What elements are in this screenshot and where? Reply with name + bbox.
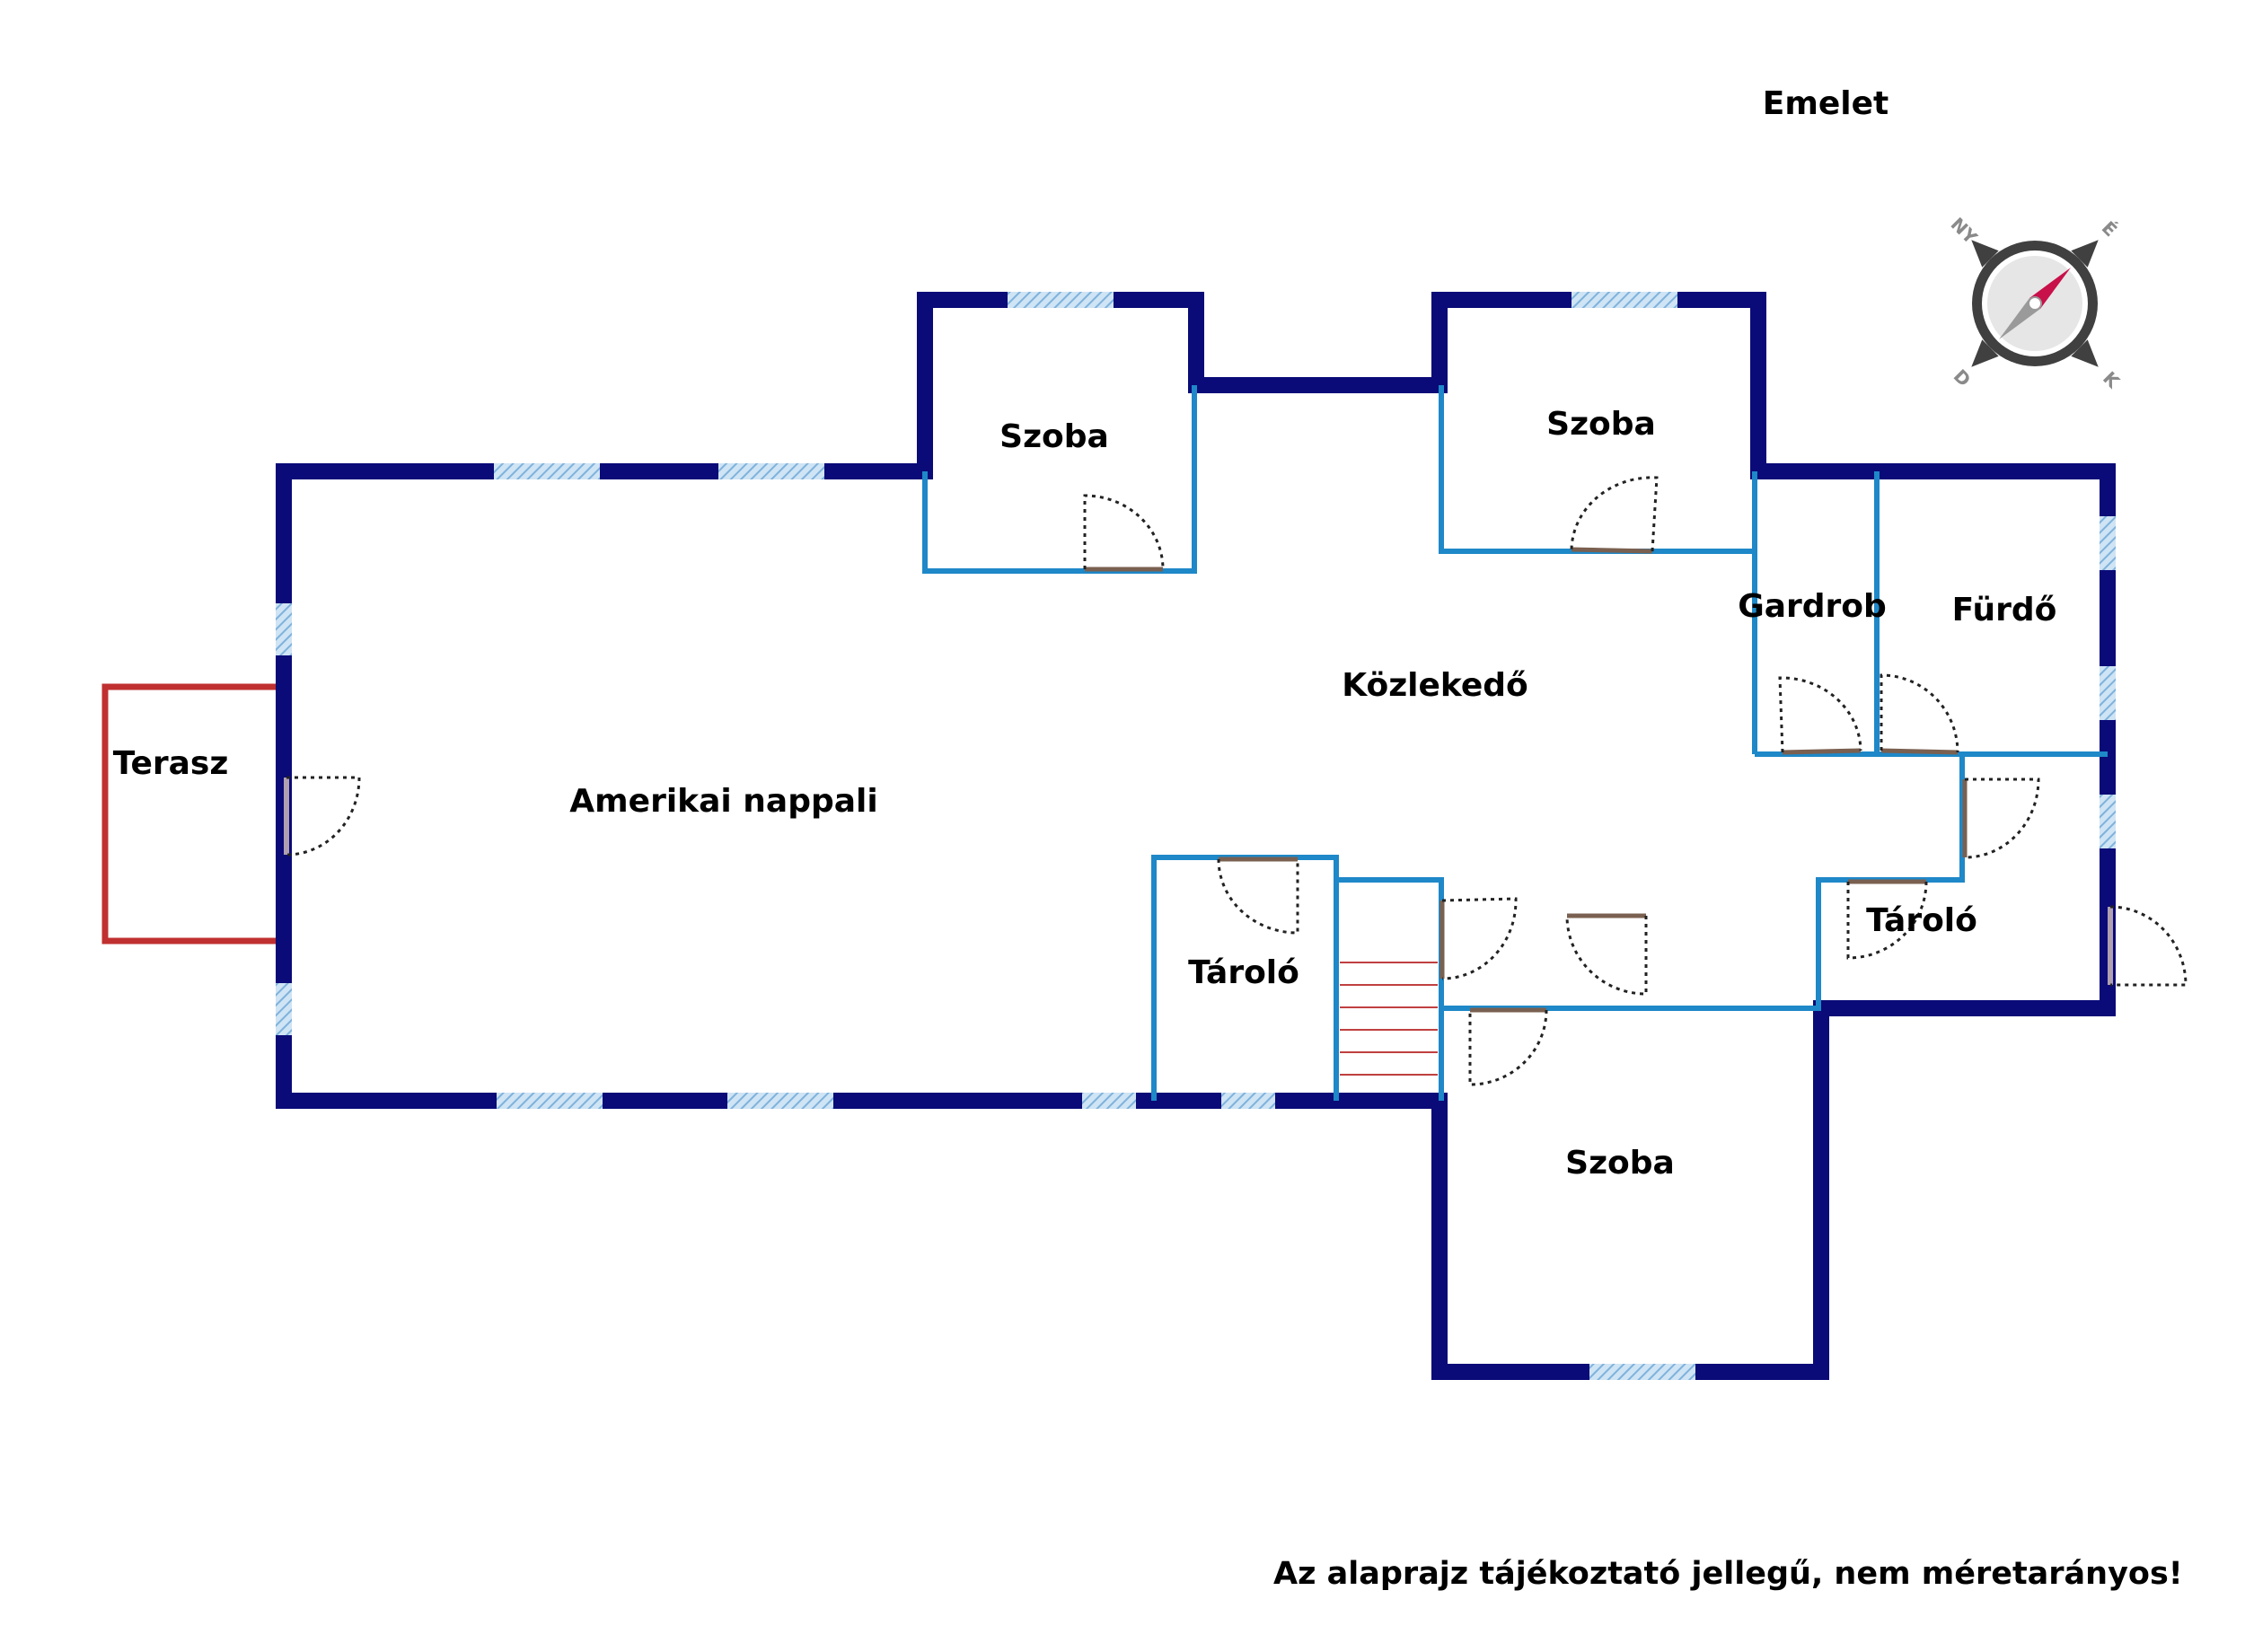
room-label-kozlekedo: Közlekedő [1342,667,1528,704]
room-label-szoba-1: Szoba [999,418,1109,455]
disclaimer-note: Az alaprajz tájékoztató jellegű, nem mér… [1273,1556,2183,1592]
compass-label-south: D [1950,365,1976,391]
floor-title: Emelet [1762,85,1889,122]
door-tarolo-2-lower [1846,879,1928,960]
inner-walls [922,385,2108,1101]
room-label-szoba-3: Szoba [1565,1145,1675,1182]
door-szoba-3 [1468,1007,1548,1086]
door-stairs [1439,897,1518,980]
door-corridor [1565,913,1648,996]
terrace-outline [101,683,284,945]
door-szoba-2 [1570,476,1659,554]
door-outside-right [2108,905,2188,987]
room-label-tarolo-1: Tároló [1188,954,1299,991]
compass-label-east: É [2098,217,2122,242]
door-tarolo-2-upper [1962,778,2040,859]
room-label-gardrob: Gardrob [1738,588,1887,625]
door-tarolo-1 [1217,857,1299,935]
windows [276,292,2116,1380]
door-furdo [1880,673,1959,755]
room-label-tarolo-2: Tároló [1866,902,1977,939]
stairs [1340,962,1438,1076]
room-label-terasz: Terasz [112,745,229,782]
door-szoba-1 [1083,494,1165,572]
room-label-szoba-2: Szoba [1546,406,1656,443]
room-label-amerikai-nappali: Amerikai nappali [569,783,878,820]
door-terrace [284,776,361,857]
room-label-furdo: Fürdő [1951,592,2057,628]
doors [284,476,2188,1086]
door-gardrob [1778,676,1862,755]
compass-icon: NY É D K [1947,213,2126,393]
compass-label-west: K [2099,367,2125,393]
